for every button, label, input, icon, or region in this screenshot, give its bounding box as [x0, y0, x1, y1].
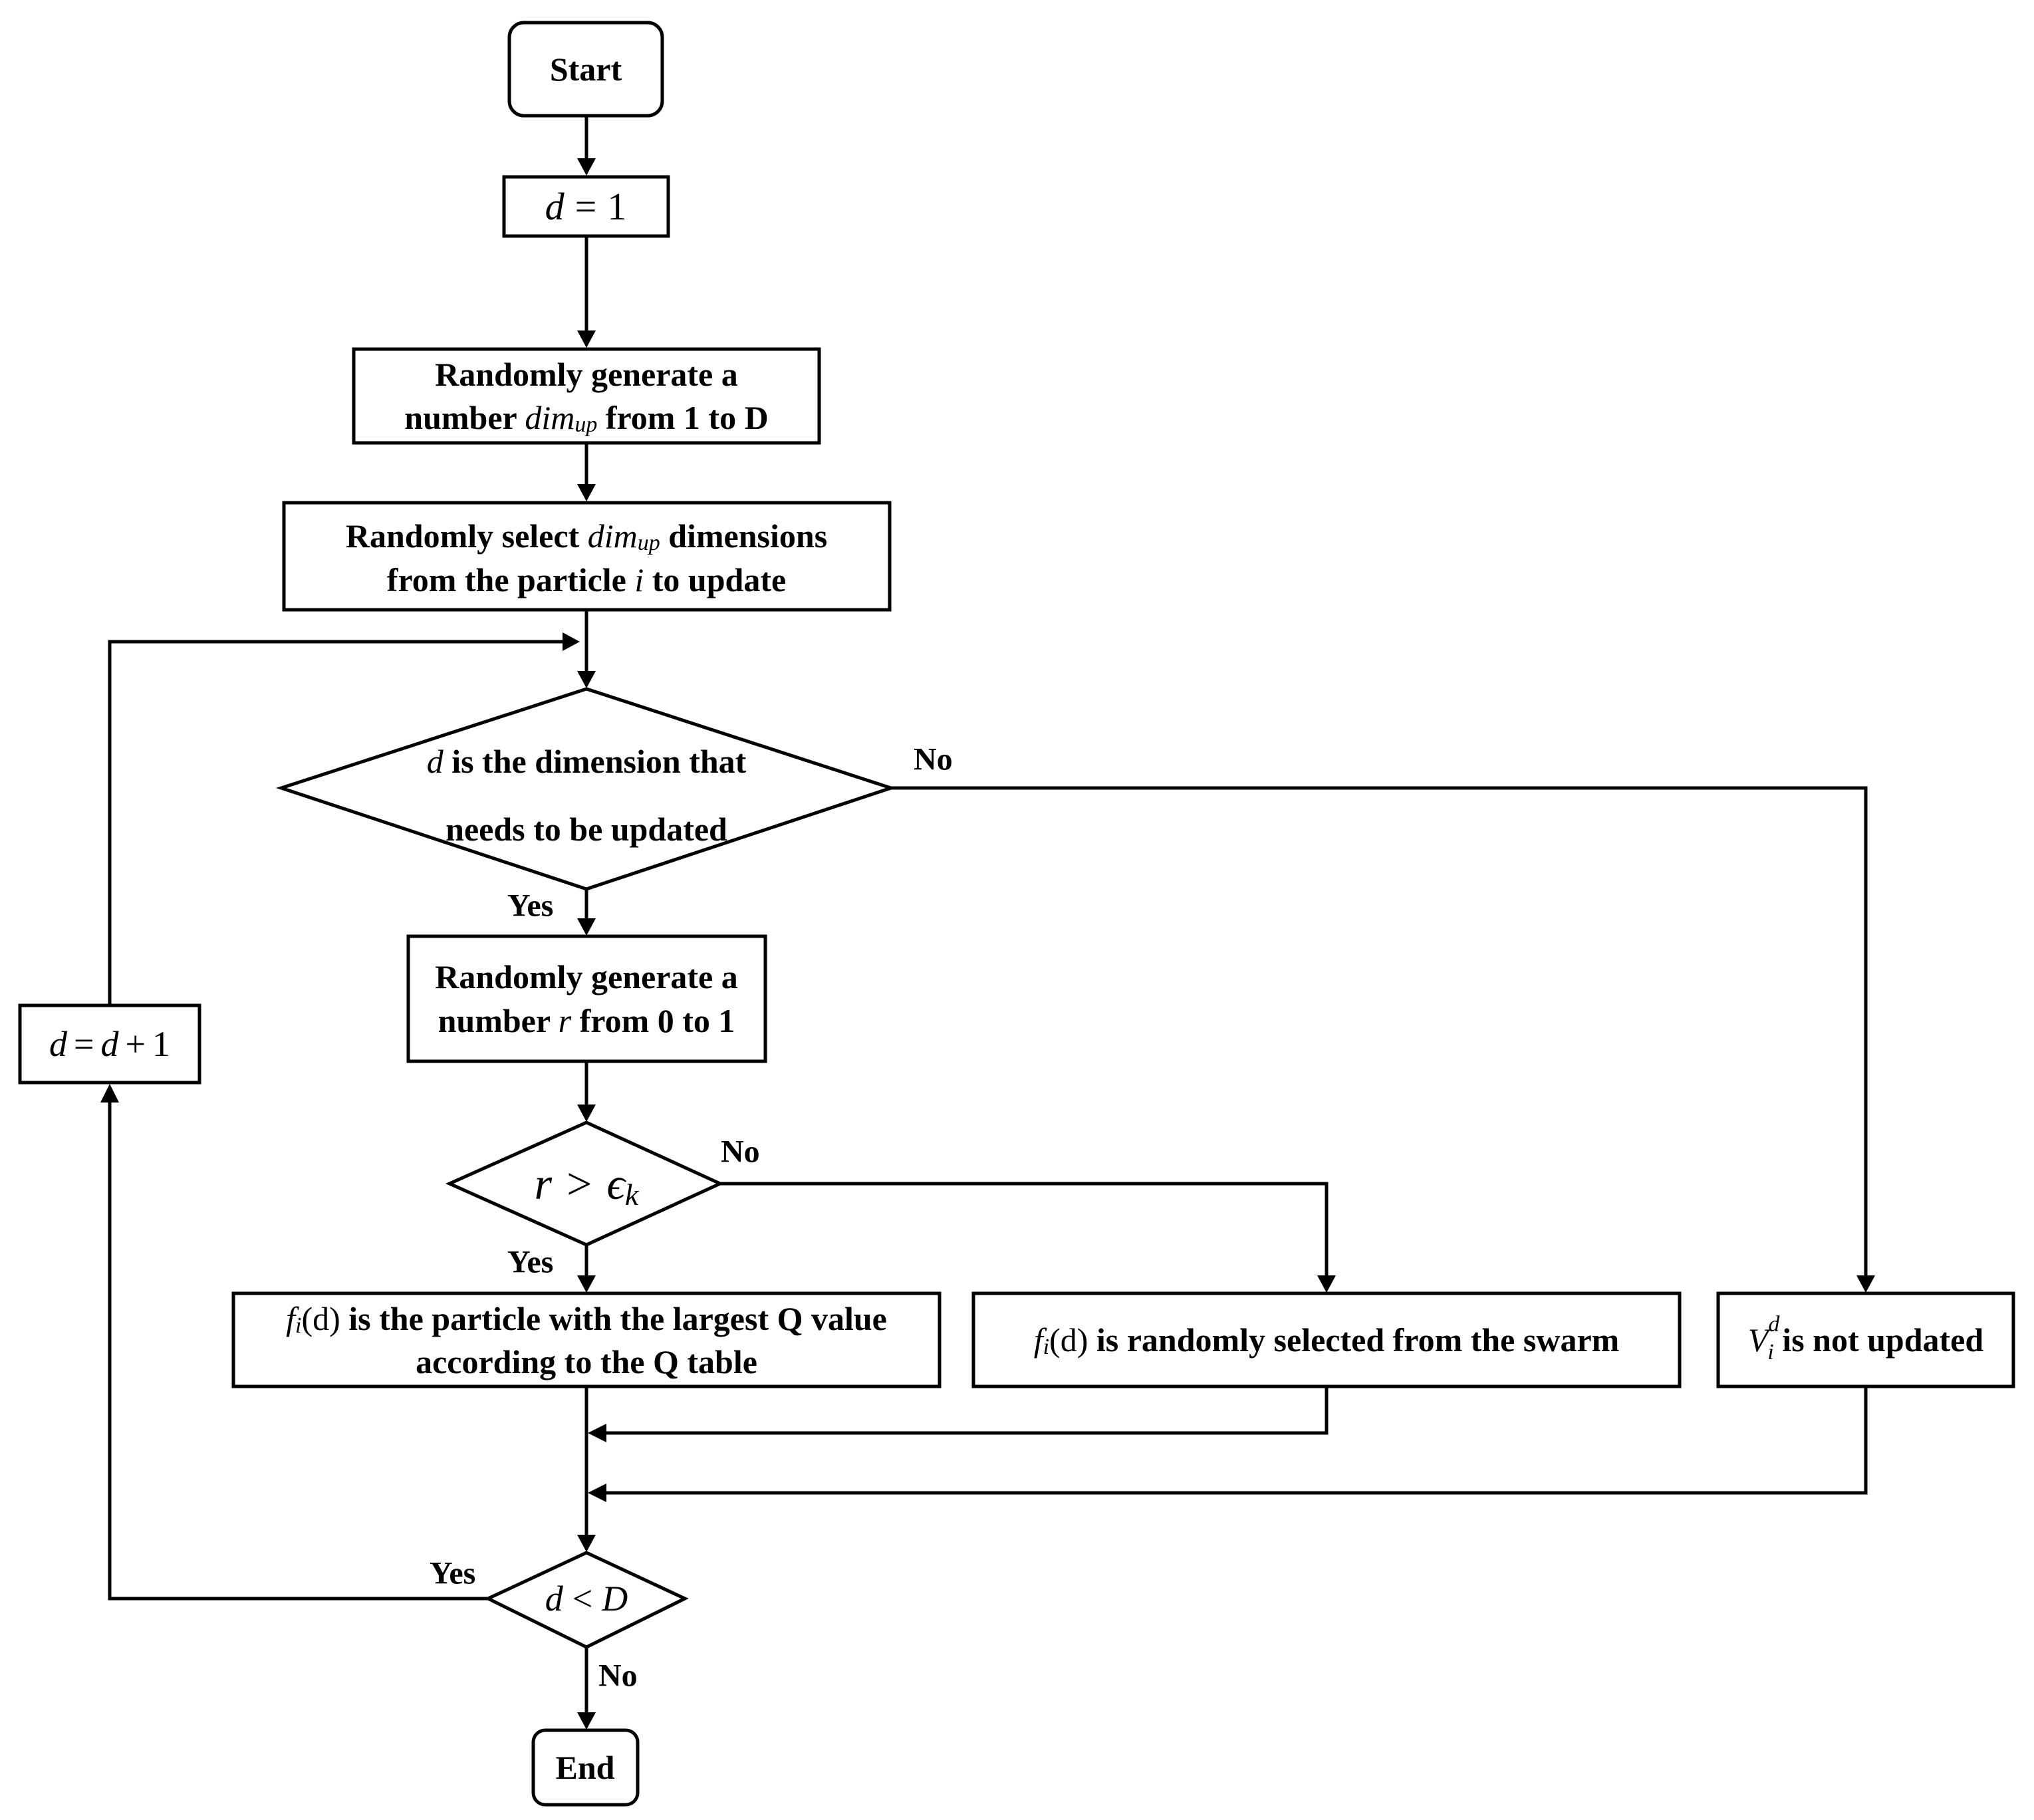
arrowhead — [577, 330, 596, 348]
r-no-label: No — [721, 1134, 760, 1170]
increment-d-node: d=d+1 — [18, 1003, 201, 1085]
arrowhead — [577, 158, 596, 176]
end-label: End — [556, 1749, 615, 1786]
init-d-formula: d=1 — [545, 185, 627, 228]
generate-r-line2: number r from 0 to 1 — [438, 1002, 735, 1039]
arrowhead — [1317, 1275, 1336, 1293]
best-q-line2: according to the Q table — [416, 1343, 757, 1380]
d-no-label: No — [598, 1658, 638, 1694]
select-dim-node: Randomly select dimup dimensions from th… — [282, 501, 892, 612]
arrowhead — [577, 484, 596, 501]
edge-r-no — [721, 1182, 1329, 1275]
update-decision-line1: d is the dimension that — [427, 743, 747, 780]
d-decision: d<D — [484, 1551, 689, 1649]
arrowhead — [577, 1535, 596, 1552]
edge-loop-back — [108, 640, 563, 1004]
r-yes-label: Yes — [507, 1245, 553, 1280]
edge-d-yes — [108, 1103, 488, 1601]
start-label: Start — [550, 51, 622, 88]
best-q-line1: fi(d) is the particle with the largest Q… — [286, 1300, 887, 1338]
connectors — [100, 117, 1875, 1730]
random-select-node: fi(d) is randomly selected from the swar… — [971, 1291, 1682, 1388]
r-decision: r>ϵk — [445, 1120, 725, 1247]
arrowhead — [577, 1712, 596, 1730]
generate-r-line1: Randomly generate a — [435, 958, 738, 995]
edge-update-no — [891, 786, 1868, 1275]
best-q-node: fi(d) is the particle with the largest Q… — [231, 1291, 942, 1388]
r-decision-formula: r>ϵk — [535, 1158, 640, 1212]
d-decision-formula: d<D — [545, 1579, 628, 1619]
update-yes-label: Yes — [507, 888, 553, 924]
arrowhead — [588, 1424, 606, 1442]
generate-dim-line2: number dimup from 1 to D — [404, 399, 768, 437]
generate-dim-node: Randomly generate a number dimup from 1 … — [352, 347, 821, 445]
arrowhead — [577, 1105, 596, 1122]
edge-random-merge — [606, 1386, 1329, 1435]
generate-r-node: Randomly generate a number r from 0 to 1 — [406, 934, 767, 1063]
update-decision-line2: needs to be updated — [445, 811, 727, 848]
edge-labels: No Yes No Yes Yes No — [430, 742, 953, 1694]
edge-notupdated-merge — [606, 1386, 1868, 1495]
arrowhead — [100, 1084, 119, 1103]
arrowhead — [563, 632, 580, 651]
update-no-label: No — [914, 742, 953, 777]
increment-d-formula: d=d+1 — [49, 1024, 170, 1064]
arrowhead — [577, 918, 596, 936]
select-dim-line2: from the particle i to update — [387, 561, 786, 598]
d-yes-label: Yes — [430, 1556, 475, 1591]
end-node: End — [531, 1728, 640, 1807]
start-node: Start — [507, 21, 664, 118]
arrowhead — [1856, 1275, 1875, 1293]
update-decision: d is the dimension that needs to be upda… — [275, 687, 897, 891]
arrowhead — [577, 1275, 596, 1293]
arrowhead — [588, 1484, 606, 1502]
arrowhead — [577, 671, 596, 688]
init-d-node: d=1 — [502, 175, 670, 238]
generate-dim-line1: Randomly generate a — [435, 356, 738, 393]
select-dim-line1: Randomly select dimup dimensions — [346, 517, 827, 555]
random-select-text: fi(d) is randomly selected from the swar… — [1034, 1321, 1620, 1359]
